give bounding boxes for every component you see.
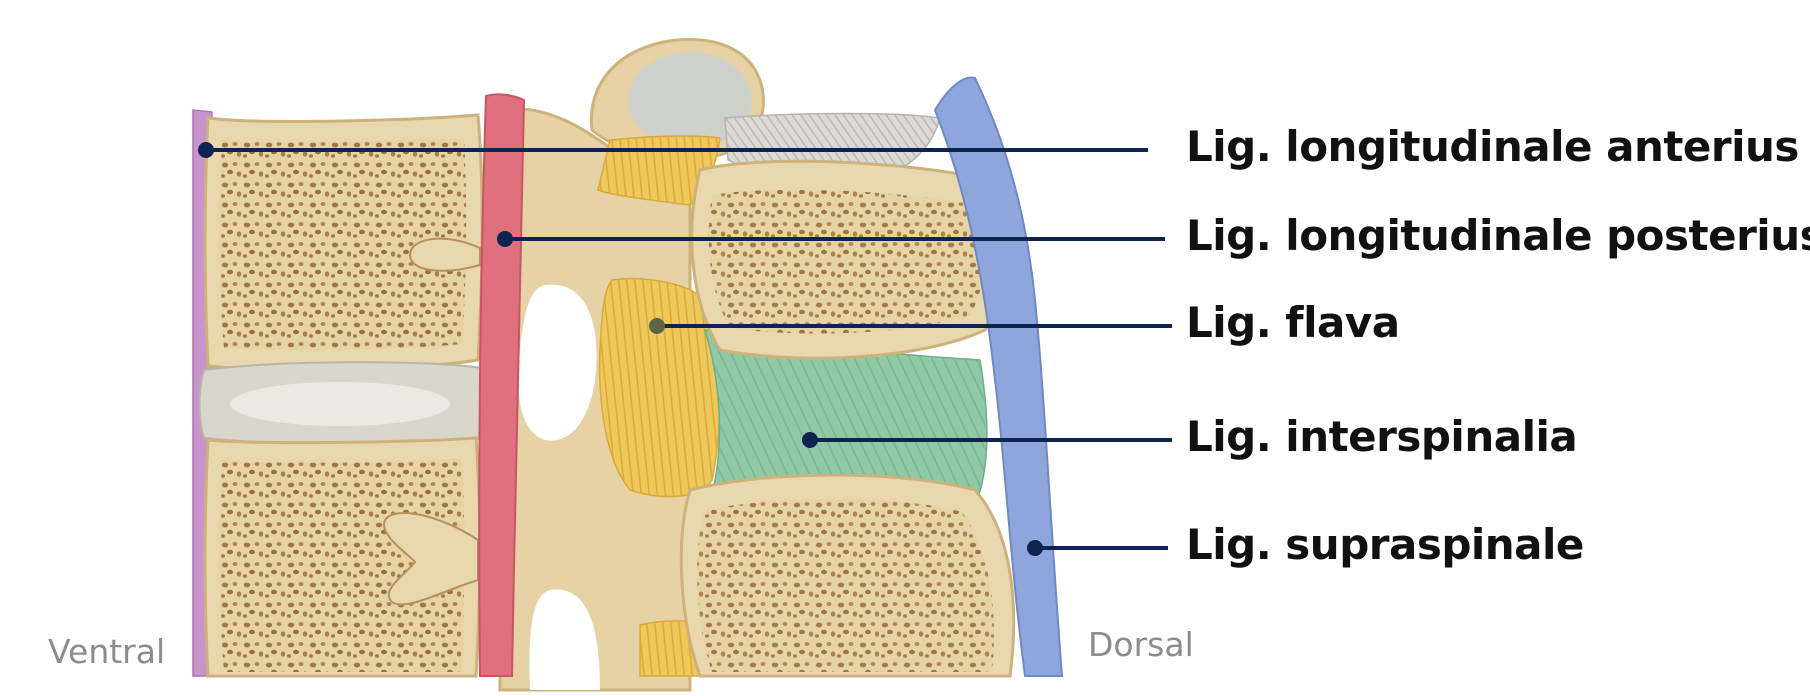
intervertebral-foramen-upper — [518, 284, 597, 441]
label-lig-longitudinale-posterius: Lig. longitudinale posterius — [1186, 211, 1810, 260]
spinous-process-upper-spongy — [708, 189, 985, 334]
leader-dot-supraspinale — [1027, 540, 1043, 556]
label-lig-interspinalia: Lig. interspinalia — [1186, 412, 1578, 461]
orientation-ventral: Ventral — [48, 632, 166, 671]
vertebral-body-upper-spongy — [219, 138, 467, 351]
label-lig-longitudinale-anterius: Lig. longitudinale anterius — [1186, 122, 1799, 171]
leader-dot-posterius — [497, 231, 513, 247]
nucleus-pulposus — [230, 382, 450, 426]
leader-dot-interspinalia — [802, 432, 818, 448]
label-lig-flava: Lig. flava — [1186, 298, 1400, 347]
vertebral-body-lower-spongy — [219, 458, 465, 672]
orientation-dorsal: Dorsal — [1088, 625, 1194, 664]
leader-lines — [198, 142, 1172, 556]
spinous-process-lower-spongy — [696, 498, 994, 672]
leader-dot-anterius — [198, 142, 214, 158]
leader-dot-flava — [649, 318, 665, 334]
basivertebral-vein-upper — [408, 237, 481, 272]
supraspinous-ligament — [933, 76, 1064, 677]
label-lig-supraspinale: Lig. supraspinale — [1186, 520, 1584, 569]
intervertebral-foramen-lower — [529, 589, 600, 690]
basivertebral-vein-lower — [383, 512, 479, 606]
articular-cartilage — [628, 52, 752, 148]
